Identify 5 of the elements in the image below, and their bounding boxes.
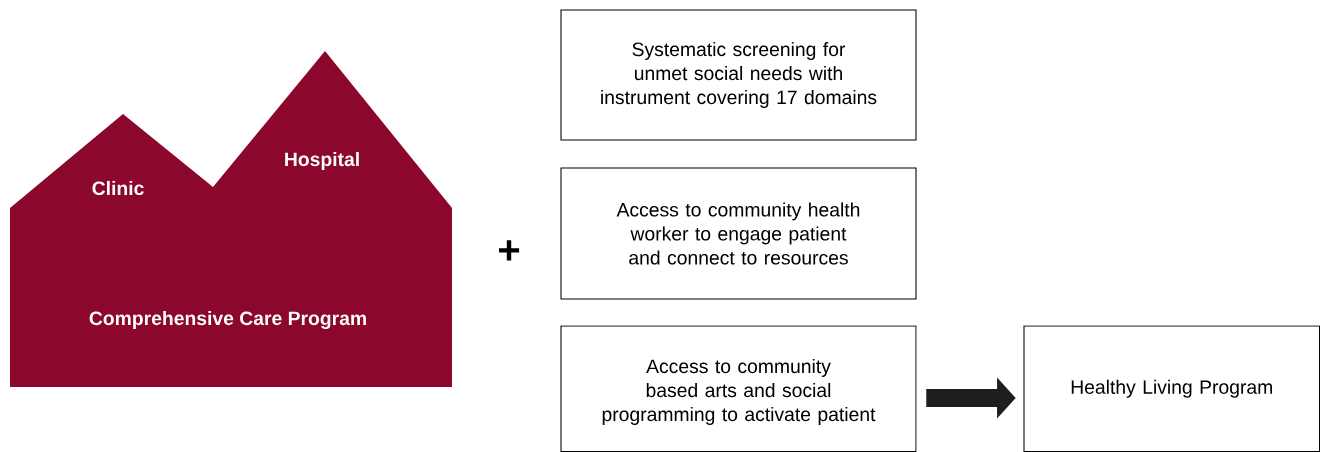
text-box: Healthy Living Program — [1023, 325, 1320, 452]
plus-sign: + — [499, 240, 520, 261]
text-box: Systematic screening for unmet social needs with instrument covering 17 domains — [560, 9, 917, 141]
text-box: Access to community based arts and social programming to activate patient — [560, 325, 917, 452]
text-box: Access to community health worker to engage patient and connect to resources — [560, 167, 917, 300]
